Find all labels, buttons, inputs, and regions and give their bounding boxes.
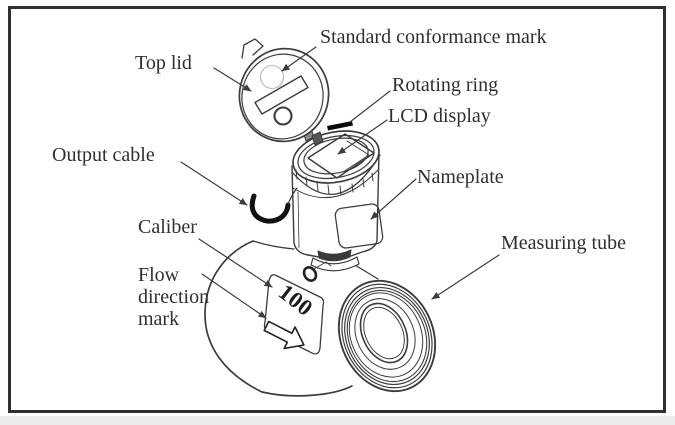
label-top-lid: Top lid: [135, 52, 192, 74]
output-cable-drawing: [249, 187, 298, 224]
leader-caliber: [198, 238, 273, 288]
leader-lcd-display: [337, 119, 388, 155]
label-caliber: Caliber: [138, 216, 197, 238]
label-nameplate: Nameplate: [417, 166, 504, 188]
label-output-cable: Output cable: [52, 144, 155, 166]
page-margin-strip: [0, 416, 675, 425]
leader-rotating-ring: [349, 90, 391, 123]
neck-drawing: [310, 249, 360, 272]
leader-flow-direction-mark: [201, 273, 267, 319]
label-measuring-tube: Measuring tube: [501, 232, 626, 254]
rotating-ring-drawing: [292, 121, 380, 184]
caliber-sticker-drawing: 100: [263, 274, 325, 355]
top-lid-drawing: [238, 38, 330, 143]
figure-frame: [8, 6, 666, 413]
leader-lines: [180, 46, 500, 319]
measuring-tube-drawing: [204, 240, 379, 397]
lid-button: [273, 106, 293, 126]
rotating-ring-mark: [327, 121, 353, 131]
leader-output-cable: [180, 161, 248, 206]
seal-wire-drawing: [302, 261, 332, 282]
lid-slot: [254, 75, 309, 115]
leader-nameplate: [370, 178, 417, 220]
label-lcd-display: LCD display: [388, 105, 491, 127]
leader-standard-conformance-mark: [281, 46, 317, 72]
flange-rings-drawing: [337, 279, 437, 393]
lid-tab: [241, 38, 264, 59]
lcd-display-drawing: [307, 133, 375, 179]
nameplate-drawing: [334, 203, 384, 249]
label-standard-conformance-mark: Standard conformance mark: [320, 26, 547, 48]
flow-direction-arrow-drawing: [263, 320, 305, 350]
label-flow-direction-mark: Flow direction mark: [138, 264, 210, 330]
standard-conformance-mark-drawing: [259, 64, 285, 90]
label-rotating-ring: Rotating ring: [392, 74, 499, 96]
leader-measuring-tube: [431, 254, 500, 300]
leader-top-lid: [213, 67, 252, 92]
